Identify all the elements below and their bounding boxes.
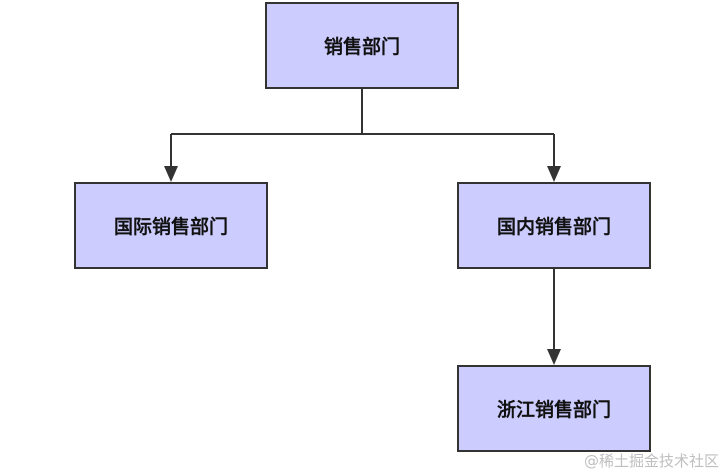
arrowhead-domestic — [547, 166, 561, 182]
node-domestic-sales[interactable]: 国内销售部门 — [457, 182, 651, 269]
node-label: 销售部门 — [323, 36, 400, 58]
node-label: 国内销售部门 — [496, 216, 611, 238]
node-label: 国际销售部门 — [113, 216, 228, 238]
node-sales-department[interactable]: 销售部门 — [265, 2, 459, 89]
watermark: @稀土掘金技术社区 — [583, 452, 719, 470]
edge-root-to-branches — [171, 89, 554, 135]
node-zhejiang-sales[interactable]: 浙江销售部门 — [457, 365, 651, 452]
node-international-sales[interactable]: 国际销售部门 — [74, 182, 268, 269]
node-label: 浙江销售部门 — [496, 399, 611, 421]
arrowhead-zhejiang — [547, 349, 561, 365]
arrowhead-international — [164, 166, 178, 182]
